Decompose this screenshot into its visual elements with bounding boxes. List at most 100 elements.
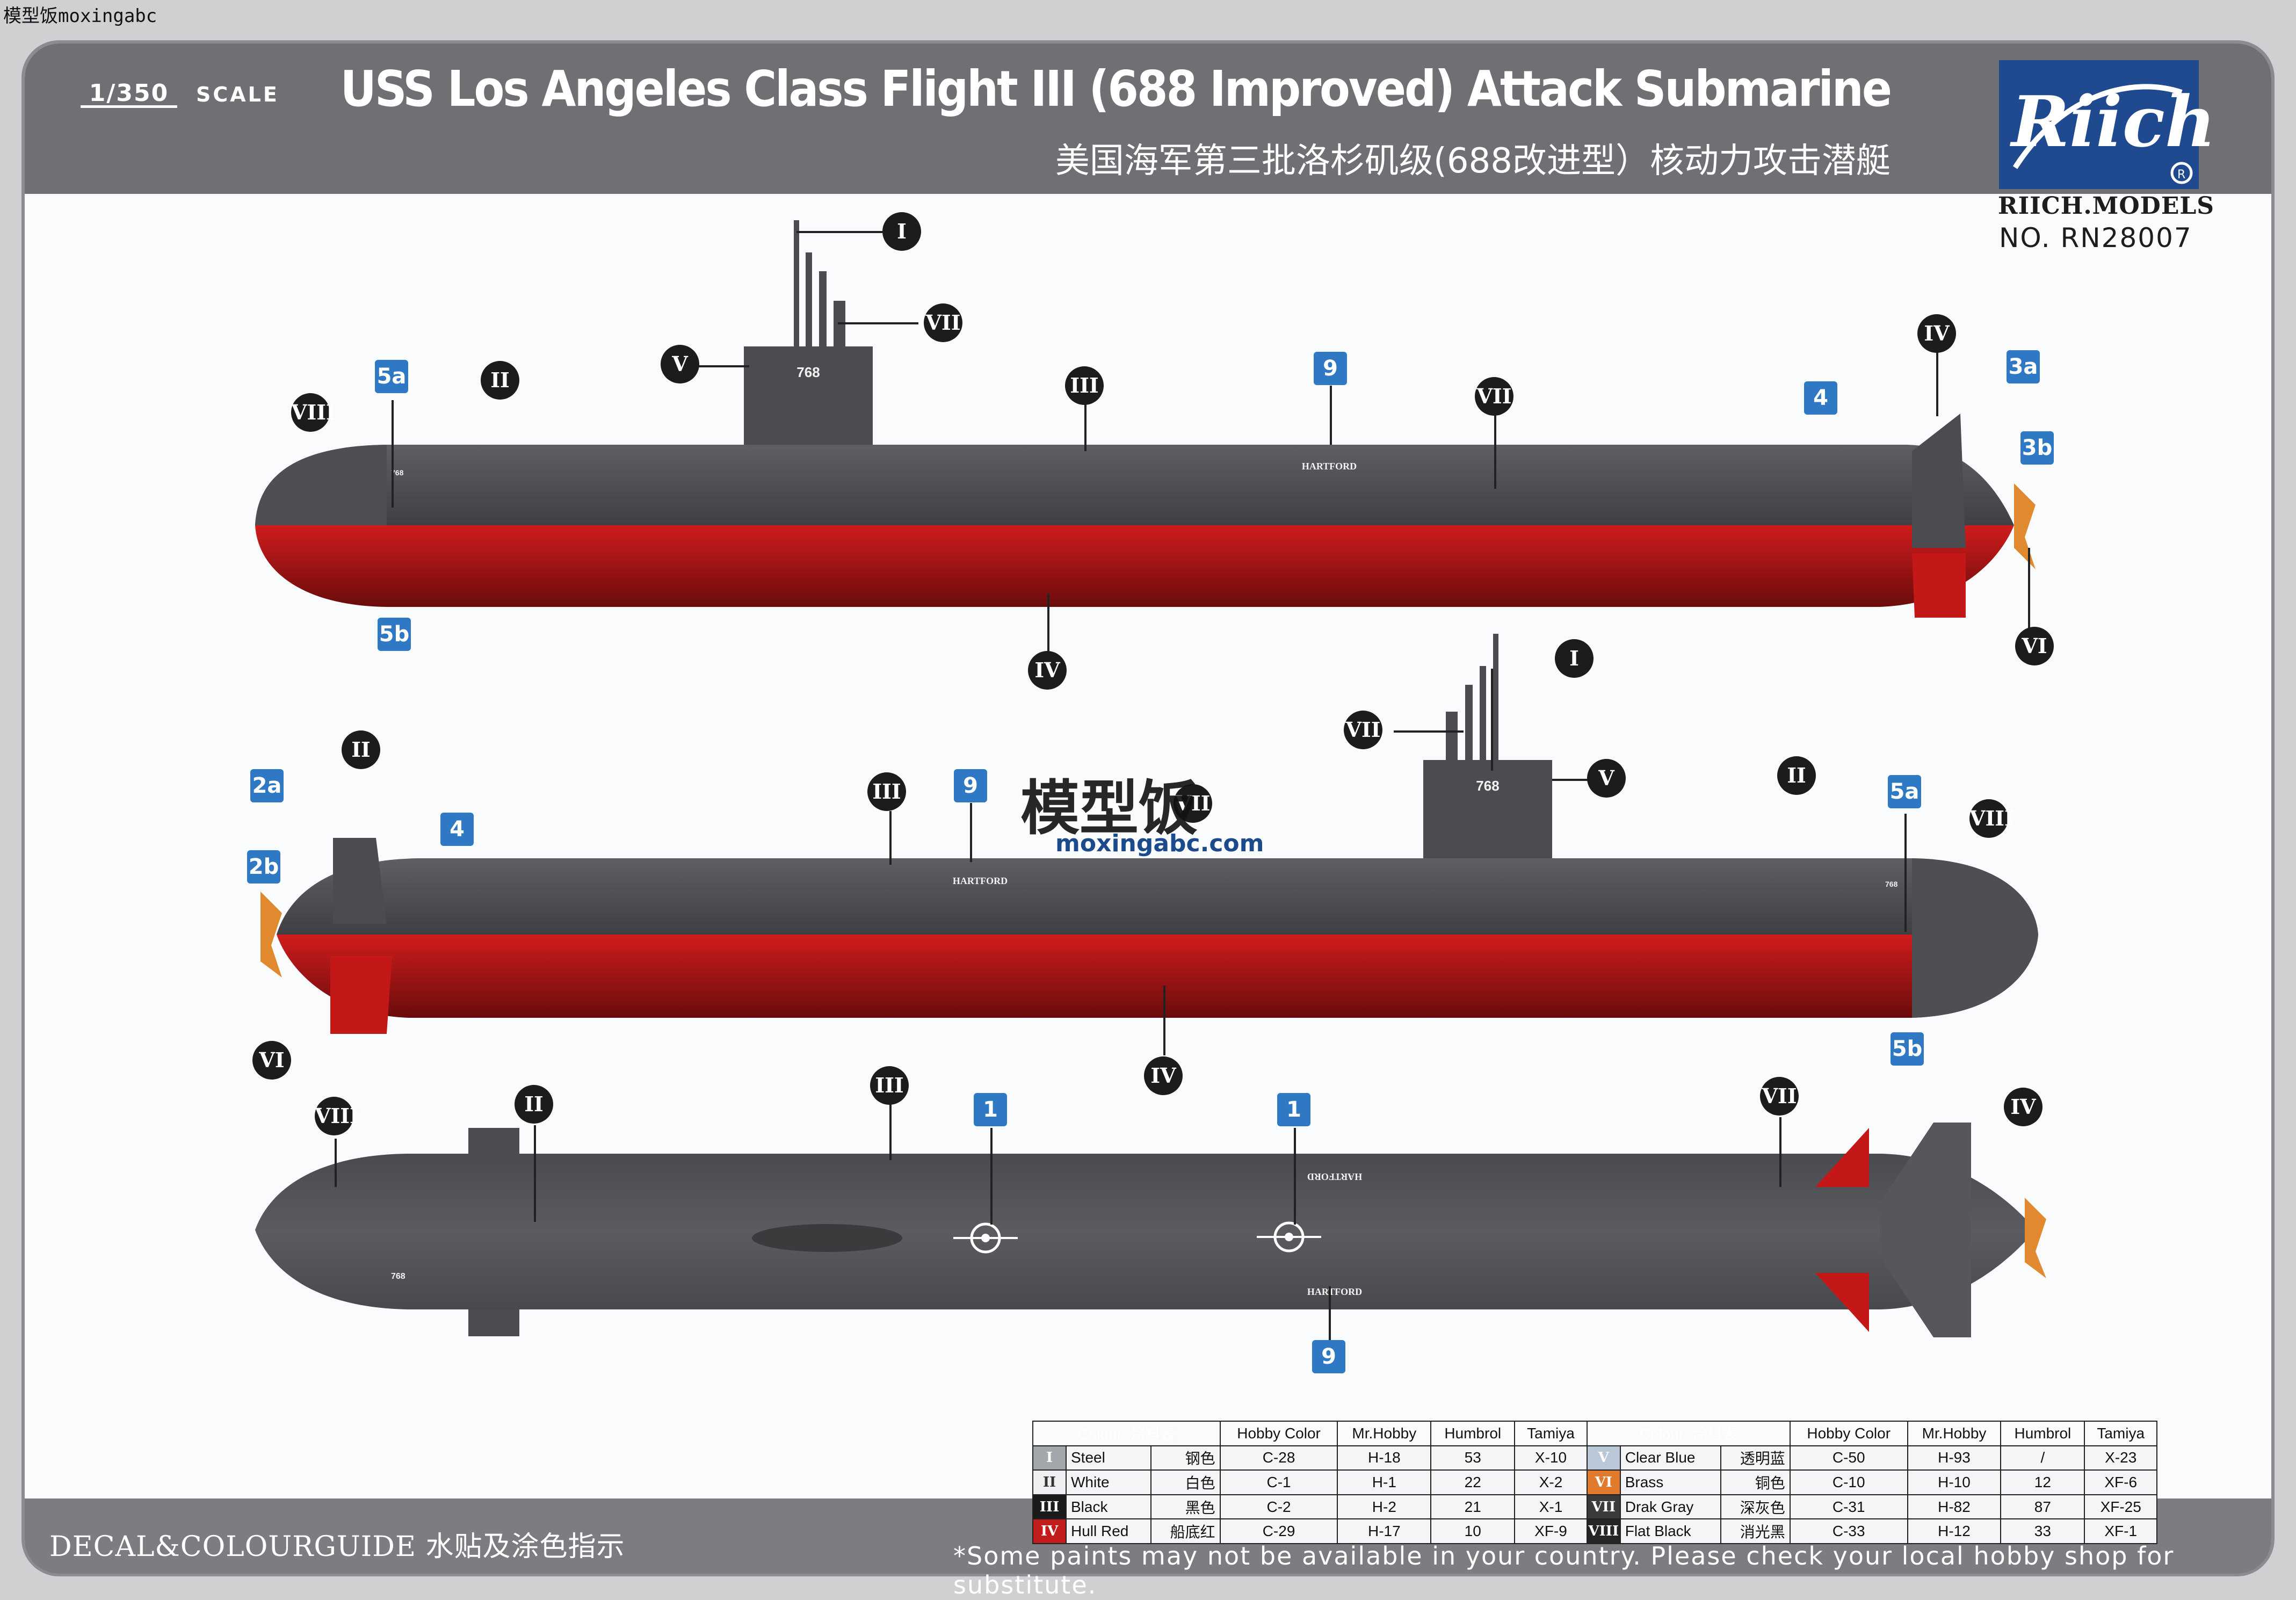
colour-cn: 铜色 bbox=[1720, 1469, 1791, 1495]
marker-decal-4: 4 bbox=[440, 813, 474, 846]
colour-cn: 透明蓝 bbox=[1720, 1445, 1791, 1471]
colour-swatch: IV bbox=[1032, 1518, 1067, 1544]
colour-humbrol: / bbox=[2000, 1445, 2085, 1471]
colour-hobby: C-10 bbox=[1789, 1469, 1908, 1495]
marker-roman-VIII: VIII bbox=[1969, 799, 2014, 838]
colour-swatch: I bbox=[1032, 1445, 1067, 1471]
page-title: USS Los Angeles Class Flight III (688 Im… bbox=[340, 60, 1892, 118]
header-colour: Colour bbox=[1639, 1425, 1684, 1443]
colour-humbrol: 53 bbox=[1430, 1445, 1516, 1471]
leader-line bbox=[889, 811, 892, 865]
marker-roman-VII: VII bbox=[1475, 377, 1513, 416]
marker-roman-III: III bbox=[870, 1066, 909, 1105]
leader-line bbox=[1936, 352, 1938, 416]
logo-wordmark: Riich bbox=[2011, 81, 2216, 163]
marker-roman-II: II bbox=[515, 1085, 553, 1124]
header-tamiya: Tamiya bbox=[2084, 1421, 2157, 1446]
marker-roman-VII: VII bbox=[924, 303, 962, 342]
colour-mrhobby: H-82 bbox=[1907, 1494, 2002, 1520]
marker-roman-II: II bbox=[342, 730, 380, 769]
scale-value: 1/350 bbox=[81, 79, 177, 108]
leader-line bbox=[838, 322, 918, 324]
leader-line bbox=[335, 1139, 337, 1187]
marker-roman-VII: VII bbox=[1174, 784, 1212, 823]
sail-number-middle: 768 bbox=[1476, 778, 1500, 794]
marker-roman-VI: VI bbox=[252, 1041, 291, 1080]
marker-roman-IV: IV bbox=[1144, 1056, 1183, 1095]
colour-tamiya: XF-1 bbox=[2084, 1518, 2157, 1544]
colour-mrhobby: H-17 bbox=[1337, 1518, 1432, 1544]
marker-decal-1: 1 bbox=[974, 1093, 1007, 1126]
colour-header-label-2: Colour 涂料表 bbox=[1586, 1421, 1791, 1446]
header-hobby: Hobby Color bbox=[1789, 1421, 1908, 1446]
scale-label: SCALE bbox=[196, 83, 279, 106]
colour-tamiya: X-1 bbox=[1514, 1494, 1588, 1520]
leader-line bbox=[1329, 1286, 1331, 1340]
colour-tamiya: XF-25 bbox=[2084, 1494, 2157, 1520]
marker-roman-III: III bbox=[1065, 366, 1104, 405]
page-subtitle-cn: 美国海军第三批洛杉矶级(688改进型）核动力攻击潜艇 bbox=[1055, 141, 1891, 181]
marker-roman-VIII: VIII bbox=[315, 1097, 359, 1135]
colour-tamiya: X-23 bbox=[2084, 1445, 2157, 1471]
footer-guide-title: DECAL&COLOURGUIDE 水贴及涂色指示 bbox=[49, 1531, 625, 1563]
marker-roman-VII: VII bbox=[1344, 711, 1382, 749]
colour-mrhobby: H-10 bbox=[1907, 1469, 2002, 1495]
header-mrhobby: Mr.Hobby bbox=[1337, 1421, 1432, 1446]
colour-mrhobby: H-2 bbox=[1337, 1494, 1432, 1520]
marker-roman-IV: IV bbox=[2004, 1088, 2043, 1126]
marker-roman-I: I bbox=[1555, 639, 1594, 678]
target-mark-icon bbox=[953, 1222, 1018, 1254]
colour-name: White bbox=[1065, 1469, 1152, 1495]
marker-roman-V: V bbox=[1587, 759, 1626, 798]
colour-tamiya: X-2 bbox=[1514, 1469, 1588, 1495]
instruction-sheet bbox=[21, 40, 2275, 1576]
marker-roman-II: II bbox=[481, 361, 519, 400]
leader-line bbox=[1047, 593, 1049, 653]
marker-roman-II: II bbox=[1777, 756, 1816, 795]
bow-number-top-view: 768 bbox=[391, 1272, 405, 1281]
colour-hobby: C-29 bbox=[1219, 1518, 1338, 1544]
colour-hobby: C-33 bbox=[1789, 1518, 1908, 1544]
marker-decal-1: 1 bbox=[1277, 1093, 1310, 1126]
hull-name-middle: HARTFORD bbox=[952, 875, 1008, 886]
colour-hobby: C-31 bbox=[1789, 1494, 1908, 1520]
colour-mrhobby: H-12 bbox=[1907, 1518, 2002, 1544]
header-humbrol: Humbrol bbox=[2000, 1421, 2085, 1446]
header-tamiya: Tamiya bbox=[1514, 1421, 1588, 1446]
colour-header-label: Colour 涂料表 bbox=[1032, 1421, 1221, 1446]
colour-swatch: II bbox=[1032, 1469, 1067, 1495]
marker-roman-VIII: VIII bbox=[291, 393, 336, 432]
marker-decal-5a: 5a bbox=[1888, 775, 1921, 808]
header-colour-cn: 涂料表 bbox=[1130, 1425, 1176, 1443]
colour-cn: 深灰色 bbox=[1720, 1494, 1791, 1520]
svg-text:R: R bbox=[2177, 168, 2185, 182]
colour-name: Drak Gray bbox=[1619, 1494, 1722, 1520]
logo-swoosh-icon: R bbox=[2012, 84, 2193, 184]
watermark-center-cn: 模型饭 bbox=[1020, 774, 1198, 843]
marker-roman-III: III bbox=[867, 772, 906, 811]
marker-roman-VII: VII bbox=[1760, 1077, 1799, 1116]
product-number: NO. RN28007 bbox=[1999, 222, 2192, 254]
watermark-top-left: 模型饭moxingabc bbox=[3, 5, 157, 27]
colour-swatch: VIII bbox=[1586, 1518, 1621, 1544]
leader-line bbox=[796, 231, 882, 233]
leader-line bbox=[2028, 548, 2030, 634]
brand-name: RIICH.MODELS bbox=[1998, 192, 2215, 220]
watermark-center-url: moxingabc.com bbox=[1055, 830, 1264, 857]
leader-line bbox=[1491, 669, 1493, 771]
leader-line bbox=[889, 1104, 892, 1160]
colour-humbrol: 10 bbox=[1430, 1518, 1516, 1544]
marker-roman-I: I bbox=[882, 212, 921, 251]
colour-table-header: Colour 涂料表 Hobby Color Mr.Hobby Humbrol … bbox=[1032, 1421, 2157, 1446]
colour-name: Brass bbox=[1619, 1469, 1722, 1495]
leader-line bbox=[1294, 1128, 1296, 1225]
leader-line bbox=[1394, 730, 1464, 733]
colour-cn: 消光黑 bbox=[1720, 1518, 1791, 1544]
header-colour-cn: 涂料表 bbox=[1692, 1425, 1737, 1443]
hull-name-deck-upper: HARTFORD bbox=[1307, 1171, 1363, 1182]
colour-name: Black bbox=[1065, 1494, 1152, 1520]
header-hobby: Hobby Color bbox=[1219, 1421, 1338, 1446]
